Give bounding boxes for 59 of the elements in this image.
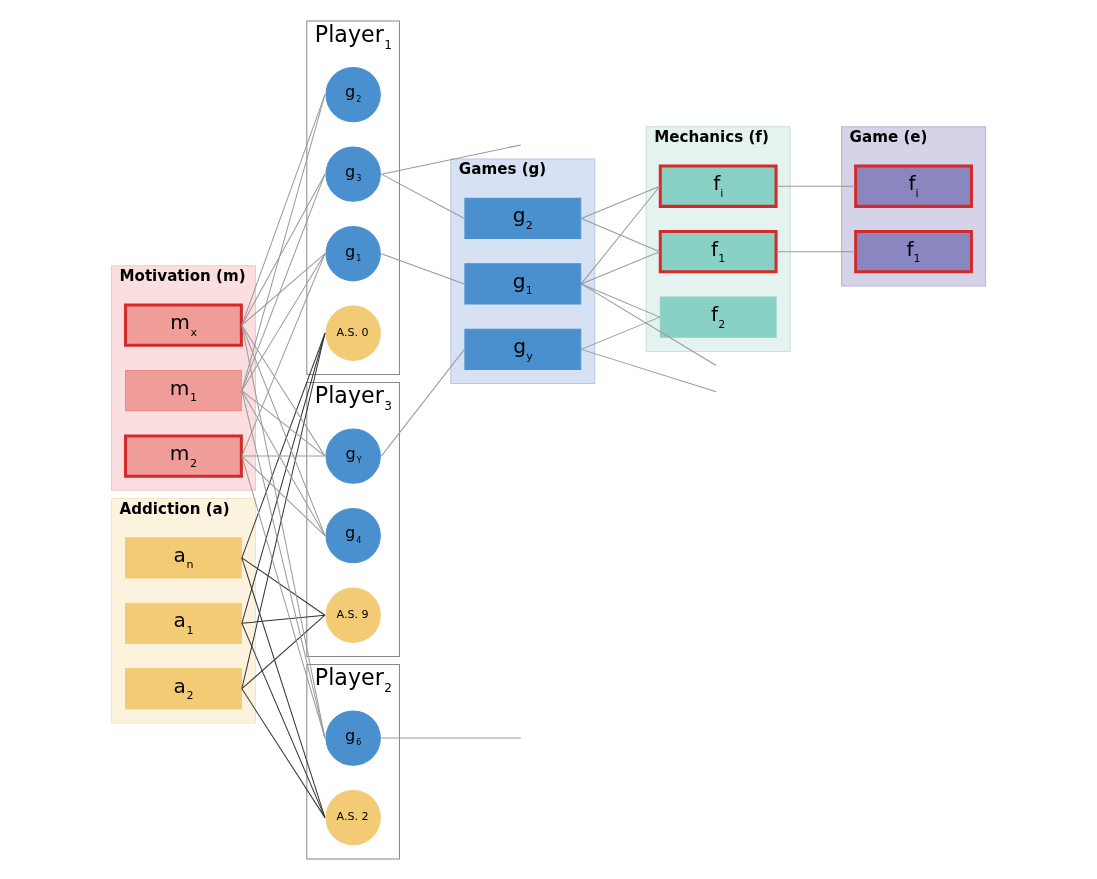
- connector: [241, 173, 326, 326]
- node-box: a$_{n}$: [125, 536, 242, 578]
- connector: [580, 185, 661, 284]
- connector: [580, 282, 717, 366]
- node-box: f$_{i}$: [658, 164, 778, 208]
- node-box: a$_{2}$: [125, 667, 242, 709]
- connector: [241, 556, 326, 616]
- connector: [580, 250, 661, 284]
- connector: [380, 348, 465, 457]
- connector: [380, 173, 465, 219]
- connector: [580, 316, 661, 350]
- node-box: m$_{x}$: [124, 303, 243, 347]
- node-circle: g$_{6}$: [325, 709, 381, 766]
- node-box: a$_{1}$: [125, 602, 242, 644]
- connector: [241, 389, 326, 536]
- connector: [241, 389, 326, 739]
- node-box: f$_{1}$: [854, 229, 973, 273]
- connector: [241, 622, 326, 818]
- connector: [380, 737, 522, 739]
- node-box: m$_{1}$: [125, 369, 242, 411]
- connector: [241, 93, 326, 391]
- connector: [241, 252, 326, 457]
- node-circle: A.S. 2: [325, 789, 381, 845]
- connector: [380, 143, 522, 175]
- node-box: f$_{i}$: [854, 164, 973, 208]
- connector: [580, 348, 717, 392]
- connector: [241, 173, 326, 391]
- connector: [241, 389, 326, 457]
- node-circle: g$_{4}$: [325, 507, 381, 563]
- node-circle: A.S. 9: [325, 587, 381, 643]
- node-circle: g$_{2}$: [325, 66, 381, 122]
- connector: [241, 556, 326, 818]
- connector: [580, 217, 661, 252]
- node-box: m$_{2}$: [124, 433, 243, 478]
- connector: [241, 614, 326, 624]
- node-box: g$_{y}$: [464, 328, 582, 370]
- connector: [241, 455, 326, 739]
- node-box: g$_{2}$: [464, 197, 582, 239]
- node-circle: A.S. 0: [325, 305, 381, 361]
- connector: [241, 93, 326, 326]
- connector: [241, 614, 326, 689]
- connector: [776, 250, 856, 252]
- node-box: g$_{1}$: [464, 262, 582, 305]
- connector: [580, 185, 661, 219]
- connector: [241, 324, 326, 457]
- connector: [776, 185, 856, 187]
- node-circle: g$_{3}$: [325, 145, 381, 202]
- connector: [241, 332, 326, 624]
- node-circle: g$_{Y}$: [325, 427, 381, 484]
- node-box: f$_{2}$: [659, 296, 777, 338]
- connector: [241, 455, 326, 536]
- connector: [580, 282, 661, 318]
- connector: [241, 252, 326, 391]
- connector: [241, 455, 326, 457]
- connector: [380, 252, 465, 284]
- connector: [241, 252, 326, 326]
- node-box: f$_{1}$: [658, 229, 778, 273]
- node-circle: g$_{1}$: [325, 225, 381, 281]
- connector: [241, 687, 326, 818]
